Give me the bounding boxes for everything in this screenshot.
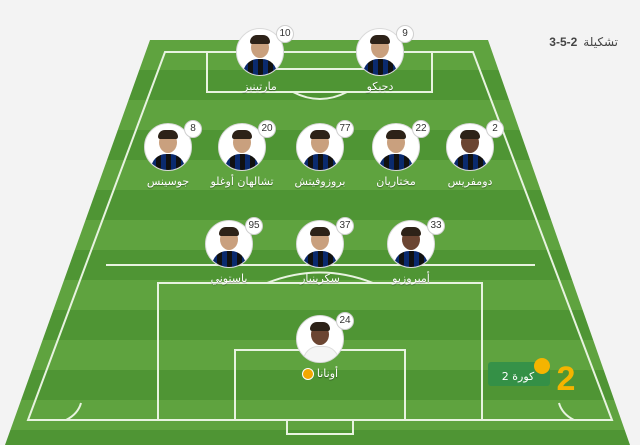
player-name: مارتينيز <box>243 80 277 93</box>
player-name: بروزوفيتش <box>295 175 346 188</box>
player-name-label: أمبروزيو <box>392 272 430 285</box>
player-card[interactable]: 77 بروزوفيتش <box>265 120 375 188</box>
player-card[interactable]: 37 سكرينيار <box>265 217 375 285</box>
player-photo <box>372 123 420 171</box>
player-photo <box>205 220 253 268</box>
player-card[interactable]: 20 تشالهان أوغلو <box>187 120 297 188</box>
player-card[interactable]: 33 أمبروزيو <box>356 217 466 285</box>
site-logo-icon: 2 كورة 2 <box>488 358 576 398</box>
player-card[interactable]: 10 مارتينيز <box>205 25 315 93</box>
player-name: تشالهان أوغلو <box>210 175 273 188</box>
player-number: 22 <box>412 120 430 138</box>
player-name: دومفريس <box>448 175 493 188</box>
formation-label: تشكيلة 3-5-2 <box>549 35 618 49</box>
player-number: 37 <box>336 217 354 235</box>
player-name: أونانا <box>301 367 339 380</box>
player-name-label: مختاريان <box>376 175 416 188</box>
player-card[interactable]: 24 أونانا <box>265 312 375 380</box>
player-name: سكرينيار <box>300 272 340 285</box>
player-number: 9 <box>396 25 414 43</box>
player-card[interactable]: 22 مختاريان <box>341 120 451 188</box>
formation-title: تشكيلة <box>583 35 618 49</box>
player-number: 2 <box>486 120 504 138</box>
player-name-label: مارتينيز <box>243 80 277 93</box>
formation-value: 3-5-2 <box>549 35 578 49</box>
player-number: 33 <box>427 217 445 235</box>
player-photo <box>296 220 344 268</box>
player-name: باستوني <box>211 272 248 285</box>
watermark-text: كورة 2 <box>502 370 535 383</box>
player-number: 10 <box>276 25 294 43</box>
player-name: دجيكو <box>367 80 394 93</box>
player-number: 8 <box>184 120 202 138</box>
player-card[interactable]: 8 جوسينس <box>113 120 223 188</box>
captain-badge-icon <box>301 367 314 380</box>
player-name-label: دجيكو <box>366 80 394 93</box>
player-number: 24 <box>336 312 354 330</box>
player-name-label: أونانا <box>316 367 339 380</box>
player-name-label: باستوني <box>210 272 248 285</box>
player-name: مختاريان <box>376 175 415 188</box>
player-name-label: جوسينس <box>146 175 190 188</box>
player-photo <box>446 123 494 171</box>
player-number: 77 <box>336 120 354 138</box>
player-card[interactable]: 9 دجيكو <box>325 25 435 93</box>
player-name-label: بروزوفيتش <box>294 175 346 188</box>
player-card[interactable]: 95 باستوني <box>174 217 284 285</box>
player-photo <box>144 123 192 171</box>
player-card[interactable]: 2 دومفريس <box>415 120 525 188</box>
player-name: جوسينس <box>147 175 189 188</box>
svg-text:2: 2 <box>557 360 576 398</box>
player-name-label: دومفريس <box>447 175 493 188</box>
player-number: 20 <box>258 120 276 138</box>
player-photo <box>387 220 435 268</box>
player-number: 95 <box>245 217 263 235</box>
player-name: أمبروزيو <box>392 272 430 285</box>
player-name-label: تشالهان أوغلو <box>210 175 274 188</box>
player-name-label: سكرينيار <box>300 272 340 285</box>
